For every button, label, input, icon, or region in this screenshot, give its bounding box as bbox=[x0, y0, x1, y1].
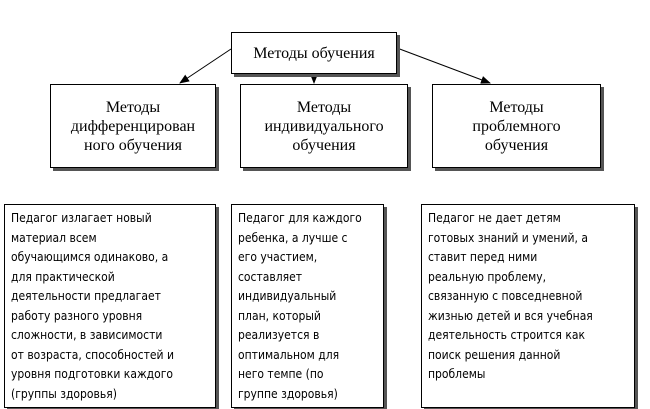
method-node-problem: Методы проблемного обучения bbox=[432, 84, 601, 168]
method-title: Методы индивидуального обучения bbox=[264, 98, 384, 154]
description-problem: Педагог не дает детям готовых знаний и у… bbox=[421, 204, 635, 408]
method-node-individual: Методы индивидуального обучения bbox=[240, 84, 408, 168]
method-title: Методы проблемного обучения bbox=[472, 98, 561, 154]
arrow-to-differentiated bbox=[179, 48, 232, 84]
description-individual: Педагог для каждого ребенка, а лучше с е… bbox=[231, 204, 384, 408]
description-differentiated: Педагог излагает новый материал всем обу… bbox=[4, 204, 216, 408]
arrow-to-problem bbox=[396, 47, 491, 84]
root-title: Методы обучения bbox=[253, 44, 375, 62]
method-node-differentiated: Методы дифференцирован ного обучения bbox=[50, 84, 216, 168]
root-node: Методы обучения bbox=[231, 32, 397, 74]
method-title: Методы дифференцирован ного обучения bbox=[70, 98, 196, 154]
